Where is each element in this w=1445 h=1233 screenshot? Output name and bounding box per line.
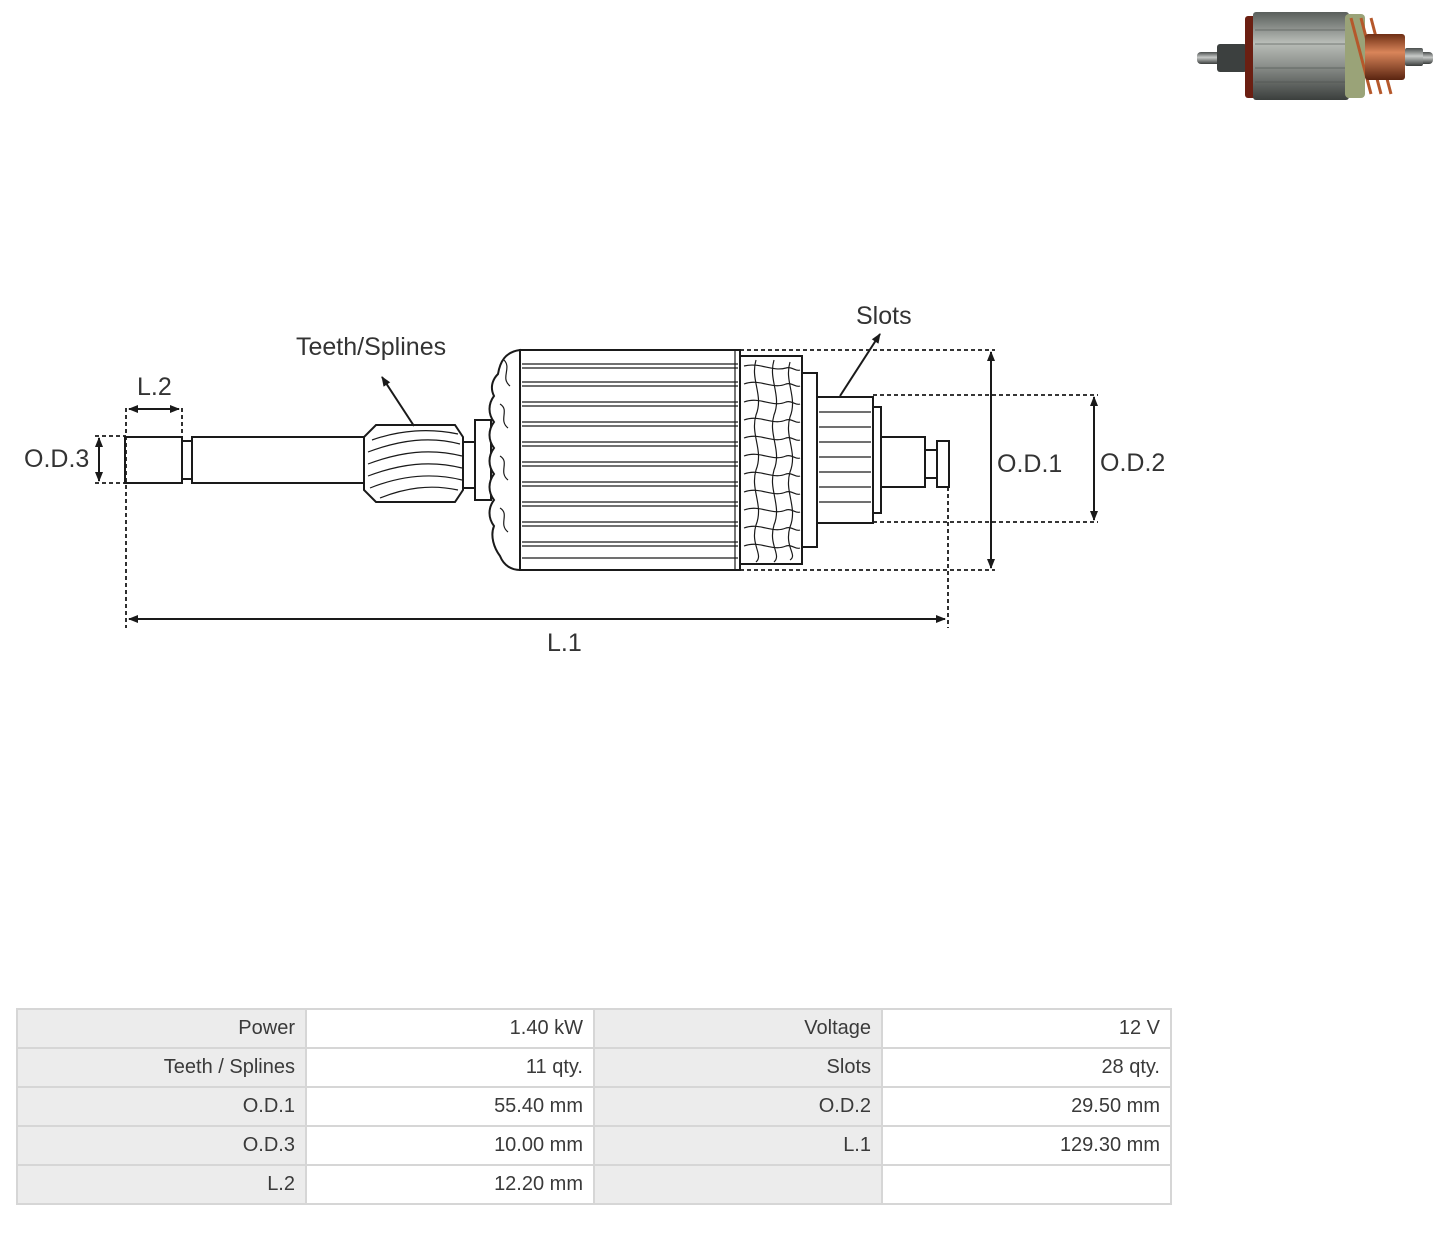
rear-shaft-tip	[936, 440, 950, 488]
specifications-table: Power 1.40 kW Voltage 12 V Teeth / Splin…	[16, 1008, 1172, 1205]
spec-label-l1: L.1	[593, 1125, 883, 1166]
table-row: Teeth / Splines 11 qty. Slots 28 qty.	[16, 1047, 1172, 1088]
spec-value-power: 1.40 kW	[305, 1008, 595, 1049]
drawing-detail-lines	[367, 350, 871, 570]
spec-label-l2: L.2	[16, 1164, 307, 1205]
spec-value-od1: 55.40 mm	[305, 1086, 595, 1127]
armature-outline	[124, 348, 950, 572]
table-row: L.2 12.20 mm	[16, 1164, 1172, 1205]
spec-value-l1: 129.30 mm	[881, 1125, 1172, 1166]
shaft	[191, 436, 365, 484]
spec-label-slots: Slots	[593, 1047, 883, 1088]
armature-technical-drawing: Teeth/Splines Slots L.2 O.D.3 O.D.1 O.D.…	[24, 302, 1165, 657]
spec-label-od2: O.D.2	[593, 1086, 883, 1127]
pinion-teeth	[363, 424, 464, 503]
dimension-lines	[95, 349, 1098, 628]
teeth-splines-label: Teeth/Splines	[296, 333, 446, 361]
commutator-flange	[872, 406, 882, 514]
od1-label: O.D.1	[997, 450, 1062, 478]
spec-value-voltage: 12 V	[881, 1008, 1172, 1049]
slots-label: Slots	[856, 302, 912, 330]
spec-value-od3: 10.00 mm	[305, 1125, 595, 1166]
spec-label-power: Power	[16, 1008, 307, 1049]
spec-value-empty	[881, 1164, 1172, 1205]
shaft-end	[124, 436, 183, 484]
table-row: O.D.1 55.40 mm O.D.2 29.50 mm	[16, 1086, 1172, 1127]
spec-value-od2: 29.50 mm	[881, 1086, 1172, 1127]
spec-label-empty	[593, 1164, 883, 1205]
spec-label-voltage: Voltage	[593, 1008, 883, 1049]
shaft-collar	[181, 440, 193, 480]
spec-value-l2: 12.20 mm	[305, 1164, 595, 1205]
pinion-collar	[462, 441, 476, 489]
spec-value-slots: 28 qty.	[881, 1047, 1172, 1088]
od2-label: O.D.2	[1100, 449, 1165, 477]
lamination-stack	[519, 349, 741, 571]
dimension-arrows	[95, 333, 1098, 623]
rear-shaft-step	[924, 449, 938, 479]
od3-label: O.D.3	[24, 445, 89, 473]
slots-leader-arrow	[839, 333, 881, 397]
table-row: O.D.3 10.00 mm L.1 129.30 mm	[16, 1125, 1172, 1166]
l2-label: L.2	[137, 373, 172, 401]
spec-label-od1: O.D.1	[16, 1086, 307, 1127]
commutator	[816, 396, 874, 524]
rear-shaft	[880, 436, 926, 488]
teeth-leader-arrow	[381, 376, 415, 427]
armature-photo-thumbnail	[1197, 12, 1433, 100]
l1-label: L.1	[547, 629, 582, 657]
table-row: Power 1.40 kW Voltage 12 V	[16, 1008, 1172, 1049]
front-winding	[488, 348, 521, 572]
spec-label-teeth-splines: Teeth / Splines	[16, 1047, 307, 1088]
spec-value-teeth-splines: 11 qty.	[305, 1047, 595, 1088]
spec-label-od3: O.D.3	[16, 1125, 307, 1166]
riser-ring	[801, 372, 818, 548]
diagram-labels: Teeth/Splines Slots L.2 O.D.3 O.D.1 O.D.…	[24, 302, 1165, 657]
